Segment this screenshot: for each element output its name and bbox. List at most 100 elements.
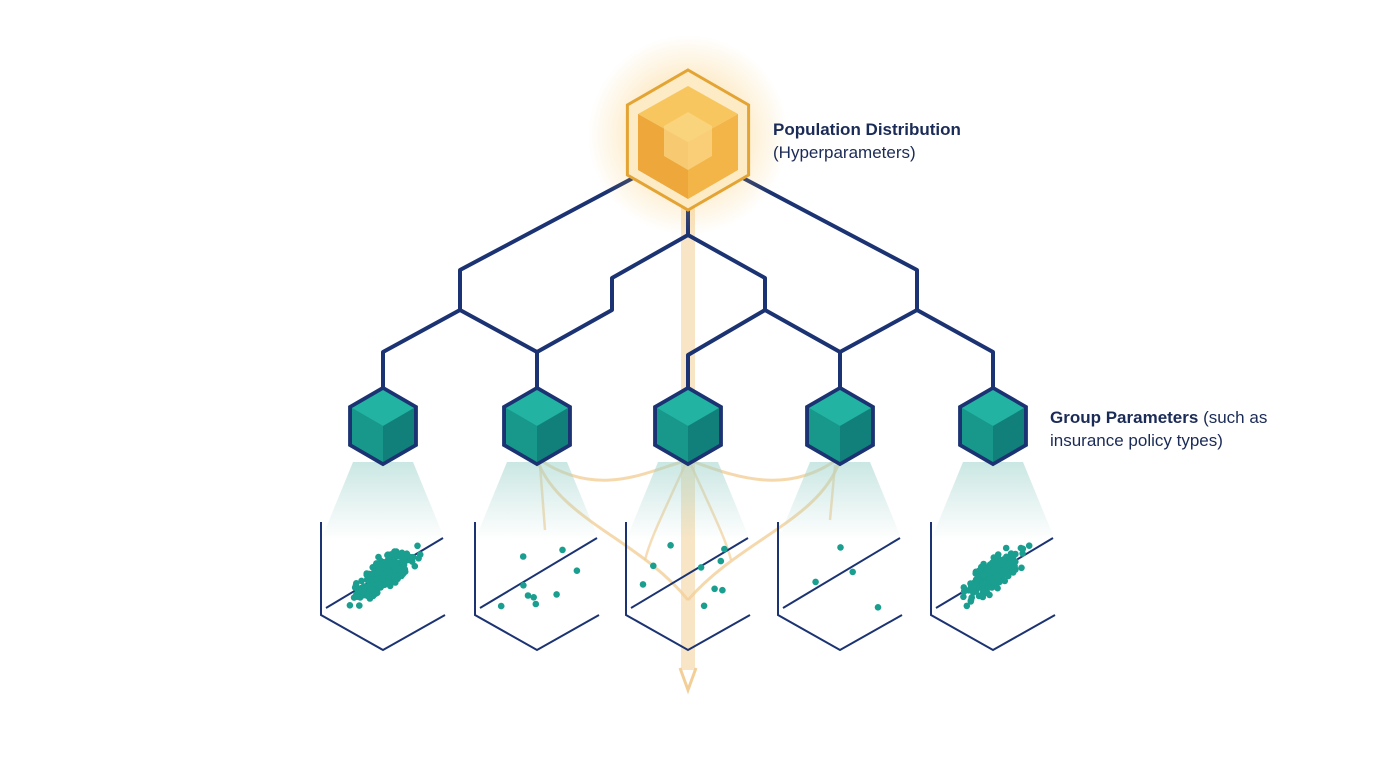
data-point — [387, 551, 395, 558]
population-subtitle: (Hyperparameters) — [773, 143, 916, 162]
data-point — [407, 553, 414, 561]
cube-left-face — [962, 408, 993, 462]
data-point — [639, 581, 647, 588]
group-5-node — [930, 385, 1056, 652]
data-point — [346, 602, 354, 609]
cube-right-face — [383, 408, 414, 462]
group-nodes — [320, 385, 1056, 652]
data-point — [976, 567, 983, 574]
data-point — [356, 602, 363, 609]
data-point — [837, 544, 844, 551]
data-point — [358, 577, 365, 585]
data-point — [379, 571, 387, 579]
data-point — [385, 575, 392, 582]
data-point — [980, 571, 987, 579]
data-point — [711, 585, 718, 593]
connector-line — [381, 175, 636, 392]
data-point — [524, 592, 532, 599]
data-point — [1009, 557, 1016, 564]
data-point — [721, 545, 728, 553]
data-point — [530, 594, 537, 601]
data-point — [717, 557, 725, 565]
data-point — [392, 579, 399, 586]
regression-line — [782, 537, 901, 609]
data-point — [719, 586, 726, 594]
data-point — [986, 573, 993, 581]
data-point — [983, 579, 991, 586]
data-point — [411, 562, 419, 570]
data-point — [812, 578, 819, 586]
connector-line — [916, 308, 995, 392]
data-point — [399, 560, 406, 567]
data-point — [960, 593, 967, 601]
plot-axes — [777, 522, 903, 652]
group-1-node — [320, 385, 446, 652]
data-point — [963, 602, 971, 610]
data-point — [519, 553, 527, 560]
data-point — [991, 563, 999, 571]
data-point — [1025, 542, 1033, 549]
data-point — [553, 591, 560, 598]
data-point — [377, 582, 384, 589]
data-point — [986, 561, 994, 569]
group-2-node — [474, 385, 600, 652]
data-point — [1007, 550, 1015, 557]
population-node — [588, 35, 788, 235]
group-title: Group Parameters — [1050, 408, 1199, 427]
plot-axes — [474, 522, 600, 652]
data-point — [379, 559, 387, 567]
projection-beam — [931, 462, 1055, 540]
data-point — [986, 591, 993, 599]
data-point — [994, 584, 1001, 592]
data-point — [395, 565, 403, 573]
data-point — [697, 564, 705, 571]
connector-line — [764, 308, 842, 392]
data-point — [980, 560, 987, 568]
plot-axes — [320, 522, 446, 652]
data-point — [994, 574, 1001, 581]
cube-left-face — [657, 408, 688, 462]
data-point — [849, 568, 856, 576]
data-point — [573, 567, 581, 574]
data-point — [700, 602, 708, 610]
data-point — [394, 552, 401, 560]
cube-left-face — [352, 408, 383, 462]
data-point — [650, 562, 657, 570]
connector-line — [686, 233, 767, 392]
cube-right-face — [840, 408, 871, 462]
data-point — [520, 582, 527, 589]
data-point — [1003, 553, 1010, 561]
data-point — [350, 594, 358, 601]
data-point — [1004, 569, 1011, 576]
data-point — [360, 588, 367, 596]
projection-beam — [475, 462, 599, 540]
population-title: Population Distribution — [773, 120, 961, 139]
group-3-node — [625, 385, 751, 652]
cube-highlight — [664, 112, 712, 170]
data-point — [1019, 545, 1027, 553]
group-label-line2: insurance policy types) — [1050, 431, 1223, 450]
data-point — [967, 598, 975, 605]
data-point — [559, 546, 566, 554]
plot-axes — [930, 522, 1056, 652]
data-point — [874, 604, 882, 611]
data-point — [365, 590, 373, 597]
data-point — [975, 592, 983, 600]
group-4-node — [777, 385, 903, 652]
population-label: Population Distribution (Hyperparameters… — [773, 118, 961, 164]
data-point — [960, 588, 968, 595]
data-point — [970, 585, 977, 593]
data-point — [973, 578, 981, 586]
data-point — [1002, 544, 1010, 552]
projection-beam — [626, 462, 750, 540]
data-point — [667, 542, 674, 549]
regression-line — [630, 537, 749, 609]
data-point — [532, 600, 540, 608]
data-point — [1018, 564, 1025, 572]
data-point — [497, 602, 505, 610]
plot-axes — [625, 522, 751, 652]
data-point — [353, 580, 360, 587]
data-point — [391, 572, 399, 580]
data-point — [1001, 577, 1009, 585]
